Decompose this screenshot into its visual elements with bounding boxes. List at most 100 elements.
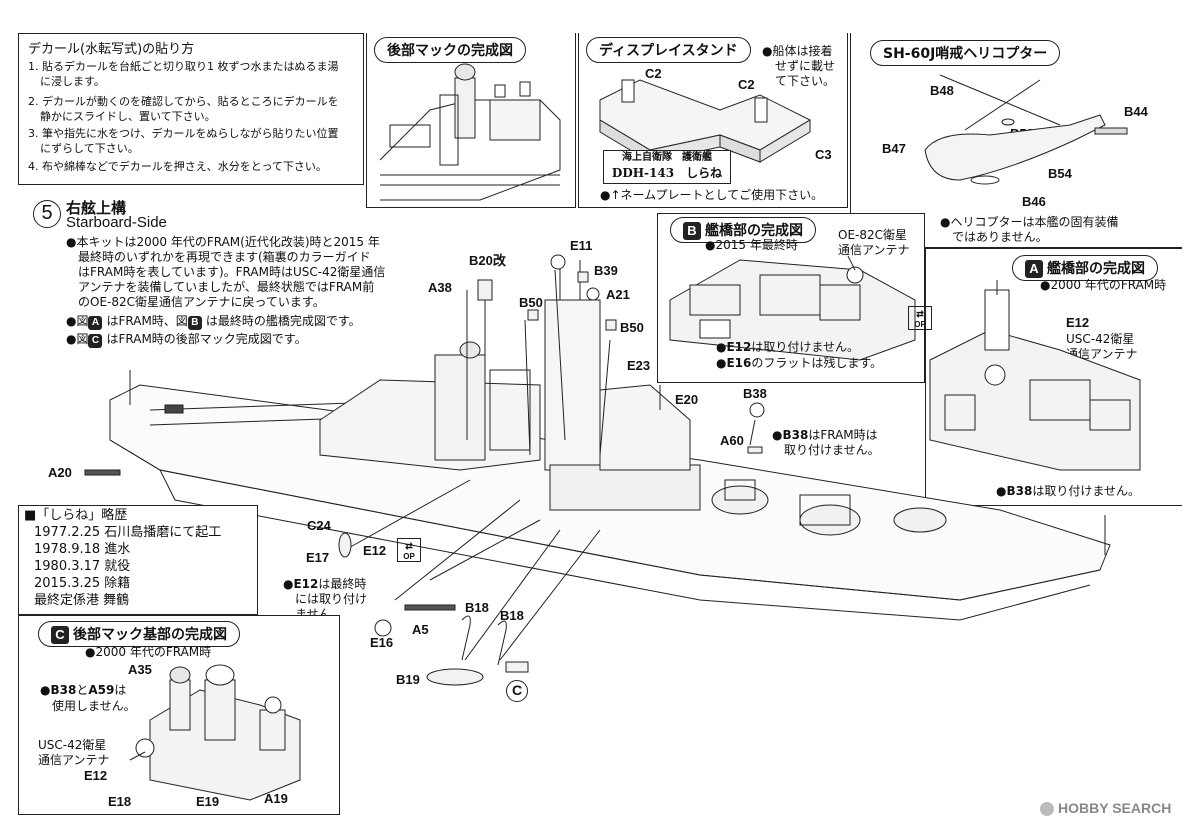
label-a60: A60 xyxy=(720,433,744,448)
decal-step-3a: 3. 筆や指先に水をつけ、デカールをぬらしながら貼りたい位置 xyxy=(28,127,339,140)
label-b18-left: B18 xyxy=(465,600,489,615)
label-b46: B46 xyxy=(1022,194,1046,209)
panel-a-subtitle: ●2000 年代のFRAM時 xyxy=(1040,278,1167,292)
decal-step-1a: 1. 貼るデカールを台紙ごと切り取り1 枚ずつ水またはぬるま湯 xyxy=(28,60,339,73)
nameplate-line-1: 海上自衛隊 護衛艦 xyxy=(622,152,712,163)
panel-c-antenna-1: USC-42衛星 xyxy=(38,738,107,752)
step-title-en: Starboard-Side xyxy=(66,214,167,231)
e12-note-2: には取り付け xyxy=(295,592,368,606)
note-a-prefix: ●図 xyxy=(66,314,89,328)
panel-a-part: E12 xyxy=(1066,315,1090,330)
panel-b-note-1-bold: ●E12 xyxy=(716,340,752,354)
decal-instructions-box xyxy=(18,33,364,185)
e12-note-bold: ●E12 xyxy=(283,577,319,591)
note-a-letter: A xyxy=(88,316,103,330)
label-b50-left: B50 xyxy=(519,295,543,310)
panel-b-title: 艦橋部の完成図 xyxy=(705,223,803,239)
label-c-circle: C xyxy=(506,680,528,702)
label-c2-right: C2 xyxy=(738,77,755,92)
panel-b-note-1-rest: は取り付けません。 xyxy=(751,340,860,354)
step-title-jp: 右舷上構 xyxy=(66,199,127,217)
panel-c-subtitle: ●2000 年代のFRAM時 xyxy=(85,645,212,659)
decal-step-2a: 2. デカールが動くのを確認してから、貼るところにデカールを xyxy=(28,95,339,108)
step-note-2: 最終時のいずれかを再現できます(箱裏のカラーガイド xyxy=(78,250,371,264)
panel-c-e19: E19 xyxy=(196,794,220,809)
nameplate-line-2: DDH-143 しらね xyxy=(611,166,723,180)
note-b-letter: B xyxy=(187,316,202,330)
display-note-1: ●船体は接着 xyxy=(762,44,833,58)
label-b50-right: B50 xyxy=(620,320,644,335)
step-note-1: ●本キットは2000 年代のFRAM(近代化改装)時と2015 年 xyxy=(66,235,380,249)
panel-c-note-mid: と xyxy=(76,683,89,697)
label-c3: C3 xyxy=(815,147,832,162)
label-c2-left: C2 xyxy=(645,66,662,81)
panel-c-a35: A35 xyxy=(128,662,152,677)
label-b39: B39 xyxy=(594,263,618,278)
op-label-main: OP xyxy=(403,552,415,561)
panel-c-note-a59: A59 xyxy=(88,683,115,697)
step-note-3: はFRAM時を表しています)。FRAM時はUSC-42衛星通信 xyxy=(78,265,386,279)
history-line-1: 1977.2.25 石川島播磨にて起工 xyxy=(34,525,222,540)
b38-note-2: 取り付けません。 xyxy=(784,443,880,457)
label-b18-right: B18 xyxy=(500,608,524,623)
panel-b-note-2-bold: ●E16 xyxy=(716,356,752,370)
helicopter-title: SH-60J哨戒ヘリコプター xyxy=(870,40,1061,66)
panel-c-title: 後部マック基部の完成図 xyxy=(73,627,227,643)
note-a-mid: はFRAM時、図 xyxy=(106,314,188,328)
panel-b-note-2-rest: のフラットは残します。 xyxy=(751,356,883,370)
watermark: HOBBY SEARCH xyxy=(1040,800,1171,817)
b38-note-bold: ●B38 xyxy=(772,428,809,442)
label-a20: A20 xyxy=(48,465,72,480)
step-note-4: アンテナを装備していましたが、最終状態ではFRAM前 xyxy=(78,280,375,294)
panel-a-letter: A xyxy=(1025,260,1043,278)
label-b38-main: B38 xyxy=(743,386,767,401)
panel-a-note: ●B38は取り付けません。 xyxy=(996,484,1140,499)
panel-b-note-1: ●E12は取り付けません。 xyxy=(716,340,859,355)
panel-b-antenna-2: 通信アンテナ xyxy=(838,243,910,257)
history-line-2: 1978.9.18 進水 xyxy=(34,542,131,557)
panel-b-note-2: ●E16のフラットは残します。 xyxy=(716,356,882,371)
panel-c-e18: E18 xyxy=(108,794,132,809)
decal-title: デカール(水転写式)の貼り方 xyxy=(28,42,195,57)
label-e20: E20 xyxy=(675,392,699,407)
watermark-icon xyxy=(1040,802,1054,817)
note-c-suffix: はFRAM時の後部マック完成図です。 xyxy=(106,332,307,346)
note-c-prefix: ●図 xyxy=(66,332,89,346)
b38-note-line1: はFRAM時は xyxy=(808,428,878,442)
decal-step-1b: に浸します。 xyxy=(40,75,105,88)
history-title: ■「しらね」略歴 xyxy=(24,508,128,523)
b38-note-1: ●B38はFRAM時は xyxy=(772,428,878,443)
panel-b-subtitle: ●2015 年最終時 xyxy=(705,238,798,252)
op-icon-main: ⇄OP xyxy=(397,538,421,562)
label-a38: A38 xyxy=(428,280,452,295)
label-b19: B19 xyxy=(396,672,420,687)
helicopter-note-1: ●ヘリコプターは本艦の固有装備 xyxy=(940,215,1119,229)
panel-a-title: 艦橋部の完成図 xyxy=(1047,261,1145,277)
display-note-3: て下さい。 xyxy=(775,74,836,88)
label-b47: B47 xyxy=(882,141,906,156)
panel-c-note-rest: は xyxy=(114,683,127,697)
panel-c-letter: C xyxy=(51,626,69,644)
panel-c-note-1: ●B38とA59は xyxy=(40,683,126,698)
label-e17: E17 xyxy=(306,550,330,565)
decal-step-4: 4. 布や綿棒などでデカールを押さえ、水分をとって下さい。 xyxy=(28,160,327,173)
nameplate: 海上自衛隊 護衛艦 DDH-143 しらね xyxy=(603,150,731,184)
display-note-2: せずに載せ xyxy=(775,59,836,73)
display-stand-title: ディスプレイスタンド xyxy=(586,37,751,63)
e12-note-line1: は最終時 xyxy=(318,577,367,591)
label-c24: C24 xyxy=(307,518,331,533)
label-e16: E16 xyxy=(370,635,394,650)
helicopter-note-2: ではありません。 xyxy=(952,230,1048,244)
panel-b-letter: B xyxy=(683,222,701,240)
label-e11: E11 xyxy=(570,238,593,253)
